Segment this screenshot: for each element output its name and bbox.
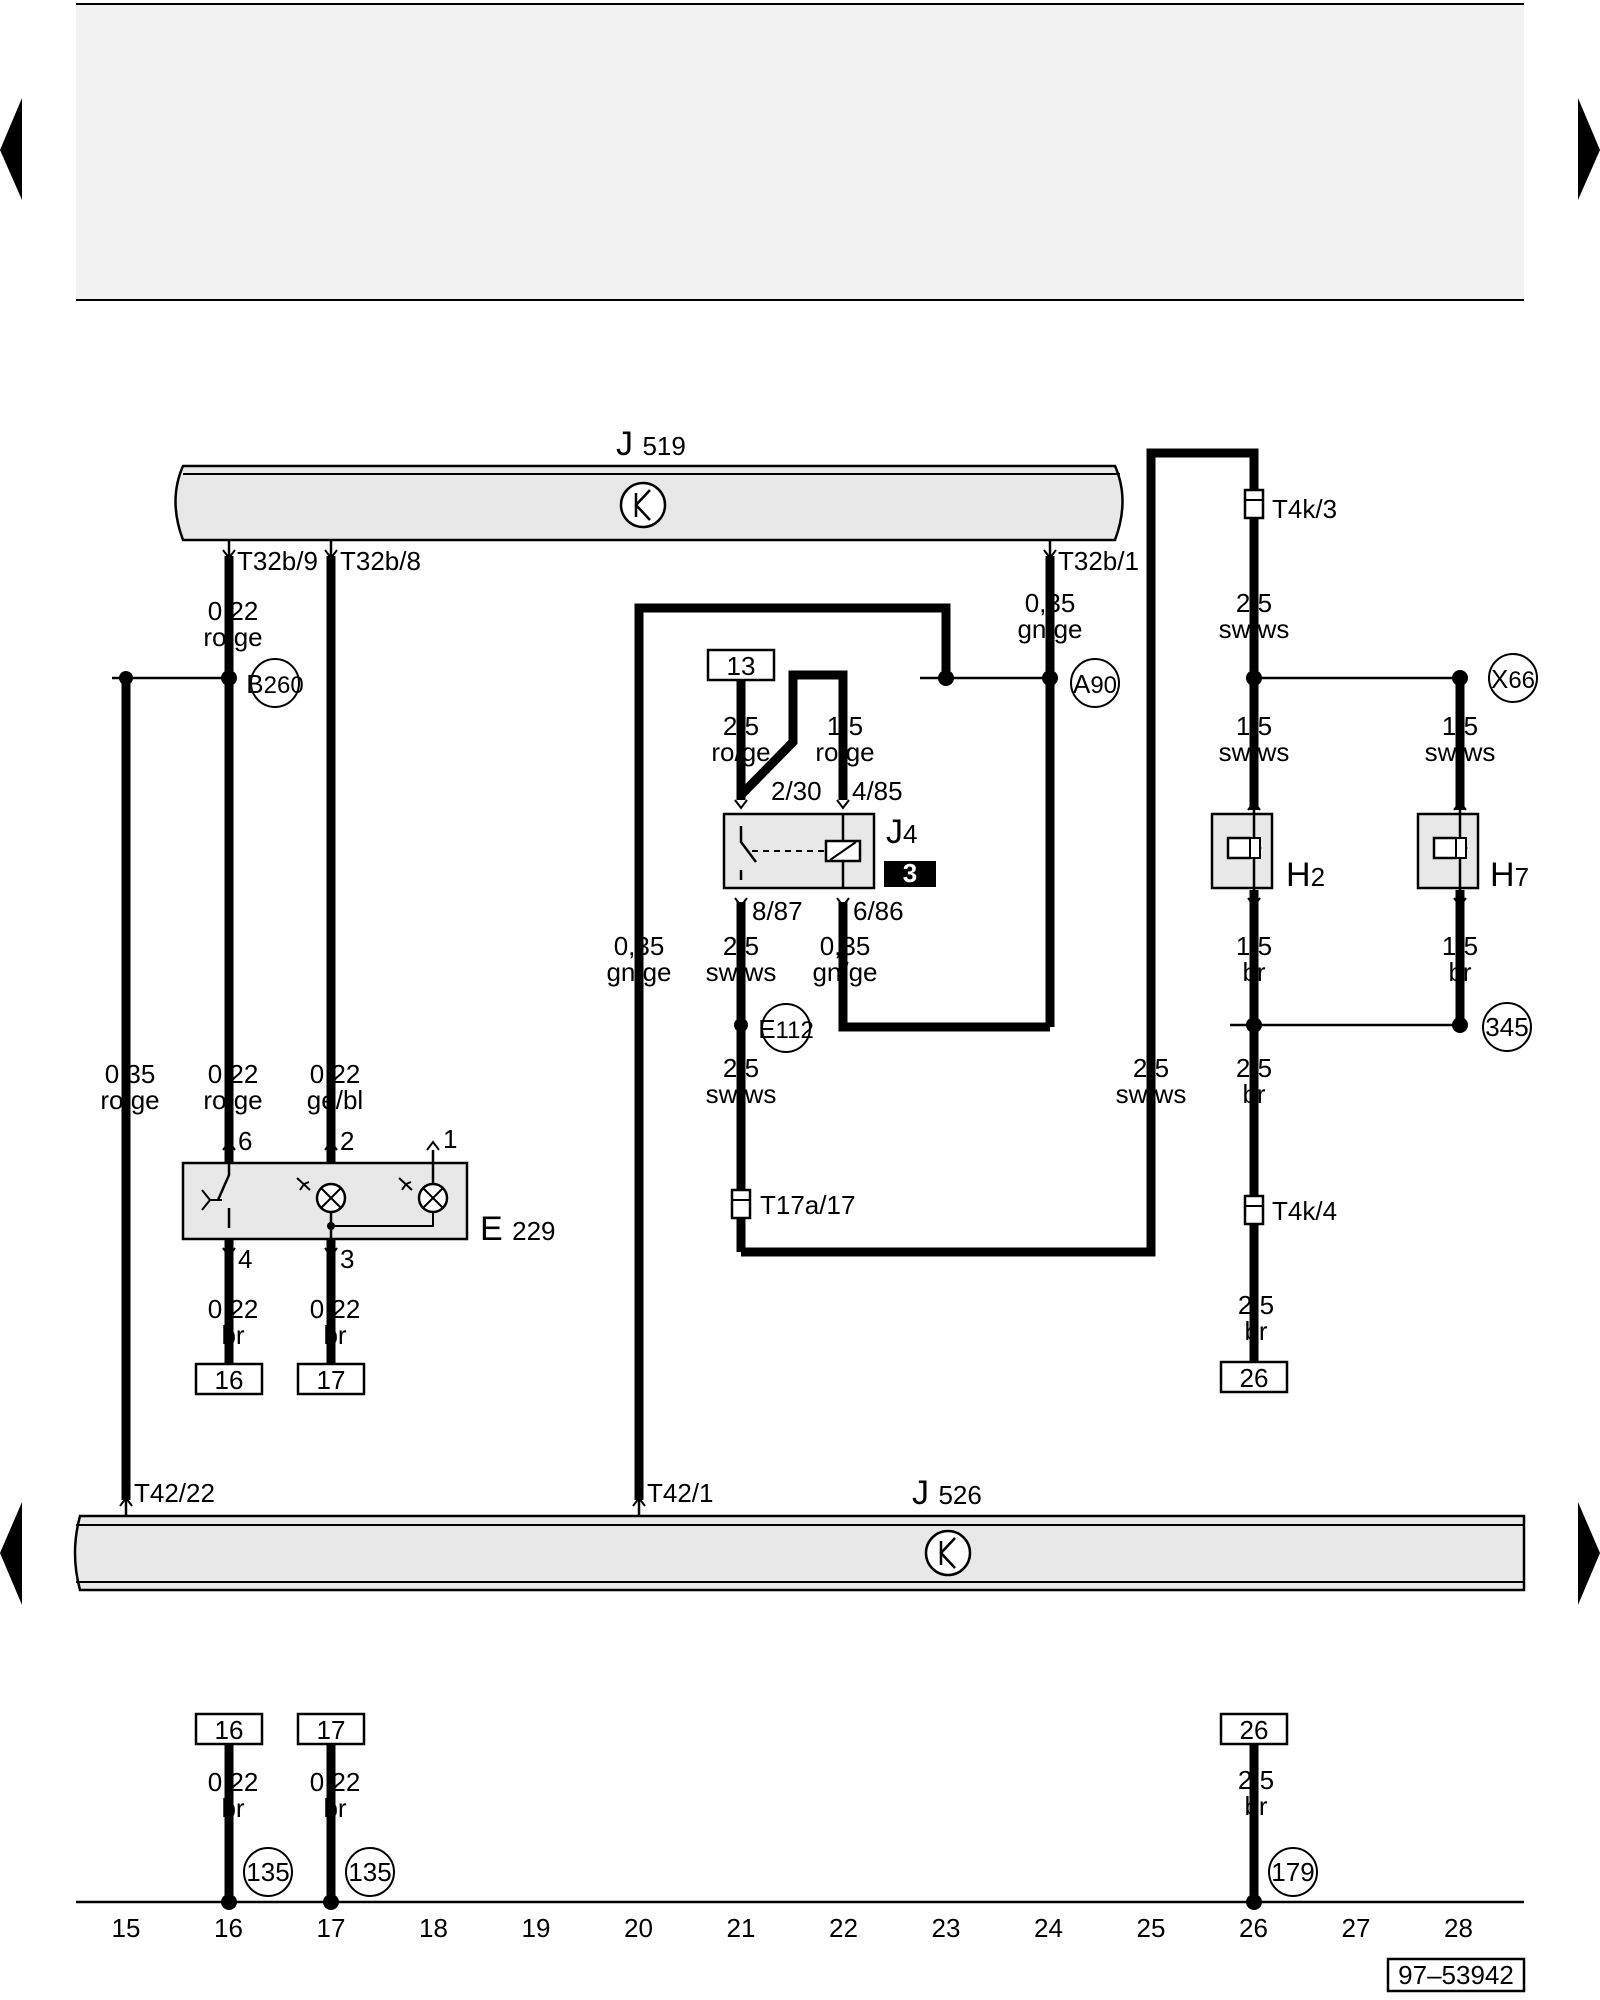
ground-345: 345 [1485, 1012, 1528, 1042]
next-page-arrow-top[interactable] [1578, 98, 1600, 200]
junction-a90: A90 [1073, 669, 1117, 699]
connector-t32b9: T32b/9 [237, 546, 318, 576]
horn-h2-label: H2 [1286, 856, 1325, 894]
ground-135-b: 135 [348, 1857, 391, 1887]
switch-pin-6: 6 [238, 1126, 252, 1156]
track-number: 27 [1342, 1913, 1371, 1943]
connector-housings [730, 488, 1265, 1226]
connector-t42-22: T42/22 [134, 1478, 215, 1508]
control-unit-j526: J 526 [73, 1474, 1526, 1592]
connector-t17a17: T17a/17 [760, 1190, 855, 1220]
ground-179: 179 [1271, 1857, 1314, 1887]
ref-26: 26 [1240, 1363, 1269, 1393]
connector-t42-1: T42/1 [647, 1478, 714, 1508]
ground-135-a: 135 [246, 1857, 289, 1887]
relay-pin-6-86: 6/86 [853, 896, 904, 926]
junction-e112: E112 [758, 1014, 814, 1044]
j519-label: J 519 [616, 425, 686, 463]
relay-pin-2-30: 2/30 [771, 776, 822, 806]
switch-pin-3: 3 [340, 1244, 354, 1274]
prev-page-arrow-top[interactable] [0, 98, 22, 200]
relay-pin-8-87: 8/87 [752, 896, 803, 926]
j526-label: J 526 [912, 1474, 982, 1512]
relay-j4: 2/30 4/85 8/87 6/86 J4 3 [722, 776, 936, 926]
horn-h7-label: H7 [1490, 856, 1529, 894]
reference-boxes: 13 16 17 26 16 17 26 [194, 648, 1289, 1746]
ref-16: 16 [215, 1365, 244, 1395]
track-number: 16 [214, 1913, 243, 1943]
junction-markers: B260 A90 X66 E112 345 135 135 179 [243, 653, 1538, 1897]
track-number: 19 [522, 1913, 551, 1943]
connector-t4k4: T4k/4 [1272, 1196, 1337, 1226]
footer: 97–53942 [1386, 1957, 1526, 1993]
header-area [76, 3, 1524, 301]
track-axis: 15 16 17 18 19 20 21 22 23 24 25 26 27 28 [112, 1913, 1473, 1943]
track-number: 24 [1034, 1913, 1063, 1943]
drawing-code: 97–53942 [1398, 1960, 1514, 1990]
wires [76, 448, 1524, 1904]
track-number: 28 [1444, 1913, 1473, 1943]
next-page-arrow-bottom[interactable] [1578, 1502, 1600, 1605]
prev-page-arrow-bottom[interactable] [0, 1502, 22, 1605]
switch-pin-4: 4 [238, 1244, 252, 1274]
track-number: 18 [419, 1913, 448, 1943]
connector-t32b8: T32b/8 [340, 546, 421, 576]
track-number: 20 [624, 1913, 653, 1943]
track-number: 23 [932, 1913, 961, 1943]
track-number: 15 [112, 1913, 141, 1943]
switch-e229: 6 2 1 4 3 E 229 [181, 1124, 556, 1274]
junction-x66: X66 [1491, 664, 1535, 694]
switch-pin-1: 1 [443, 1124, 457, 1154]
ref-16-lower: 16 [215, 1715, 244, 1745]
connector-t32b1: T32b/1 [1058, 546, 1139, 576]
junction-dots [119, 670, 1468, 1910]
ref-17-lower: 17 [317, 1715, 346, 1745]
connector-t4k3: T4k/3 [1272, 494, 1337, 524]
ref-17: 17 [317, 1365, 346, 1395]
relay-pin-4-85: 4/85 [852, 776, 903, 806]
horn-h2: H2 [1210, 800, 1325, 908]
switch-pin-2: 2 [340, 1126, 354, 1156]
track-number: 17 [317, 1913, 346, 1943]
track-number: 21 [727, 1913, 756, 1943]
track-number: 22 [829, 1913, 858, 1943]
relay-label: J4 [886, 813, 917, 851]
switch-label: E 229 [480, 1210, 556, 1248]
track-number: 26 [1239, 1913, 1268, 1943]
ref-26-lower: 26 [1240, 1715, 1269, 1745]
connector-pins [119, 549, 1057, 1507]
control-unit-j519: J 519 [174, 425, 1124, 542]
horn-h7: H7 [1416, 800, 1529, 908]
track-number: 25 [1137, 1913, 1166, 1943]
ref-13: 13 [727, 651, 756, 681]
junction-b260: B260 [246, 669, 303, 699]
relay-badge: 3 [903, 858, 917, 888]
